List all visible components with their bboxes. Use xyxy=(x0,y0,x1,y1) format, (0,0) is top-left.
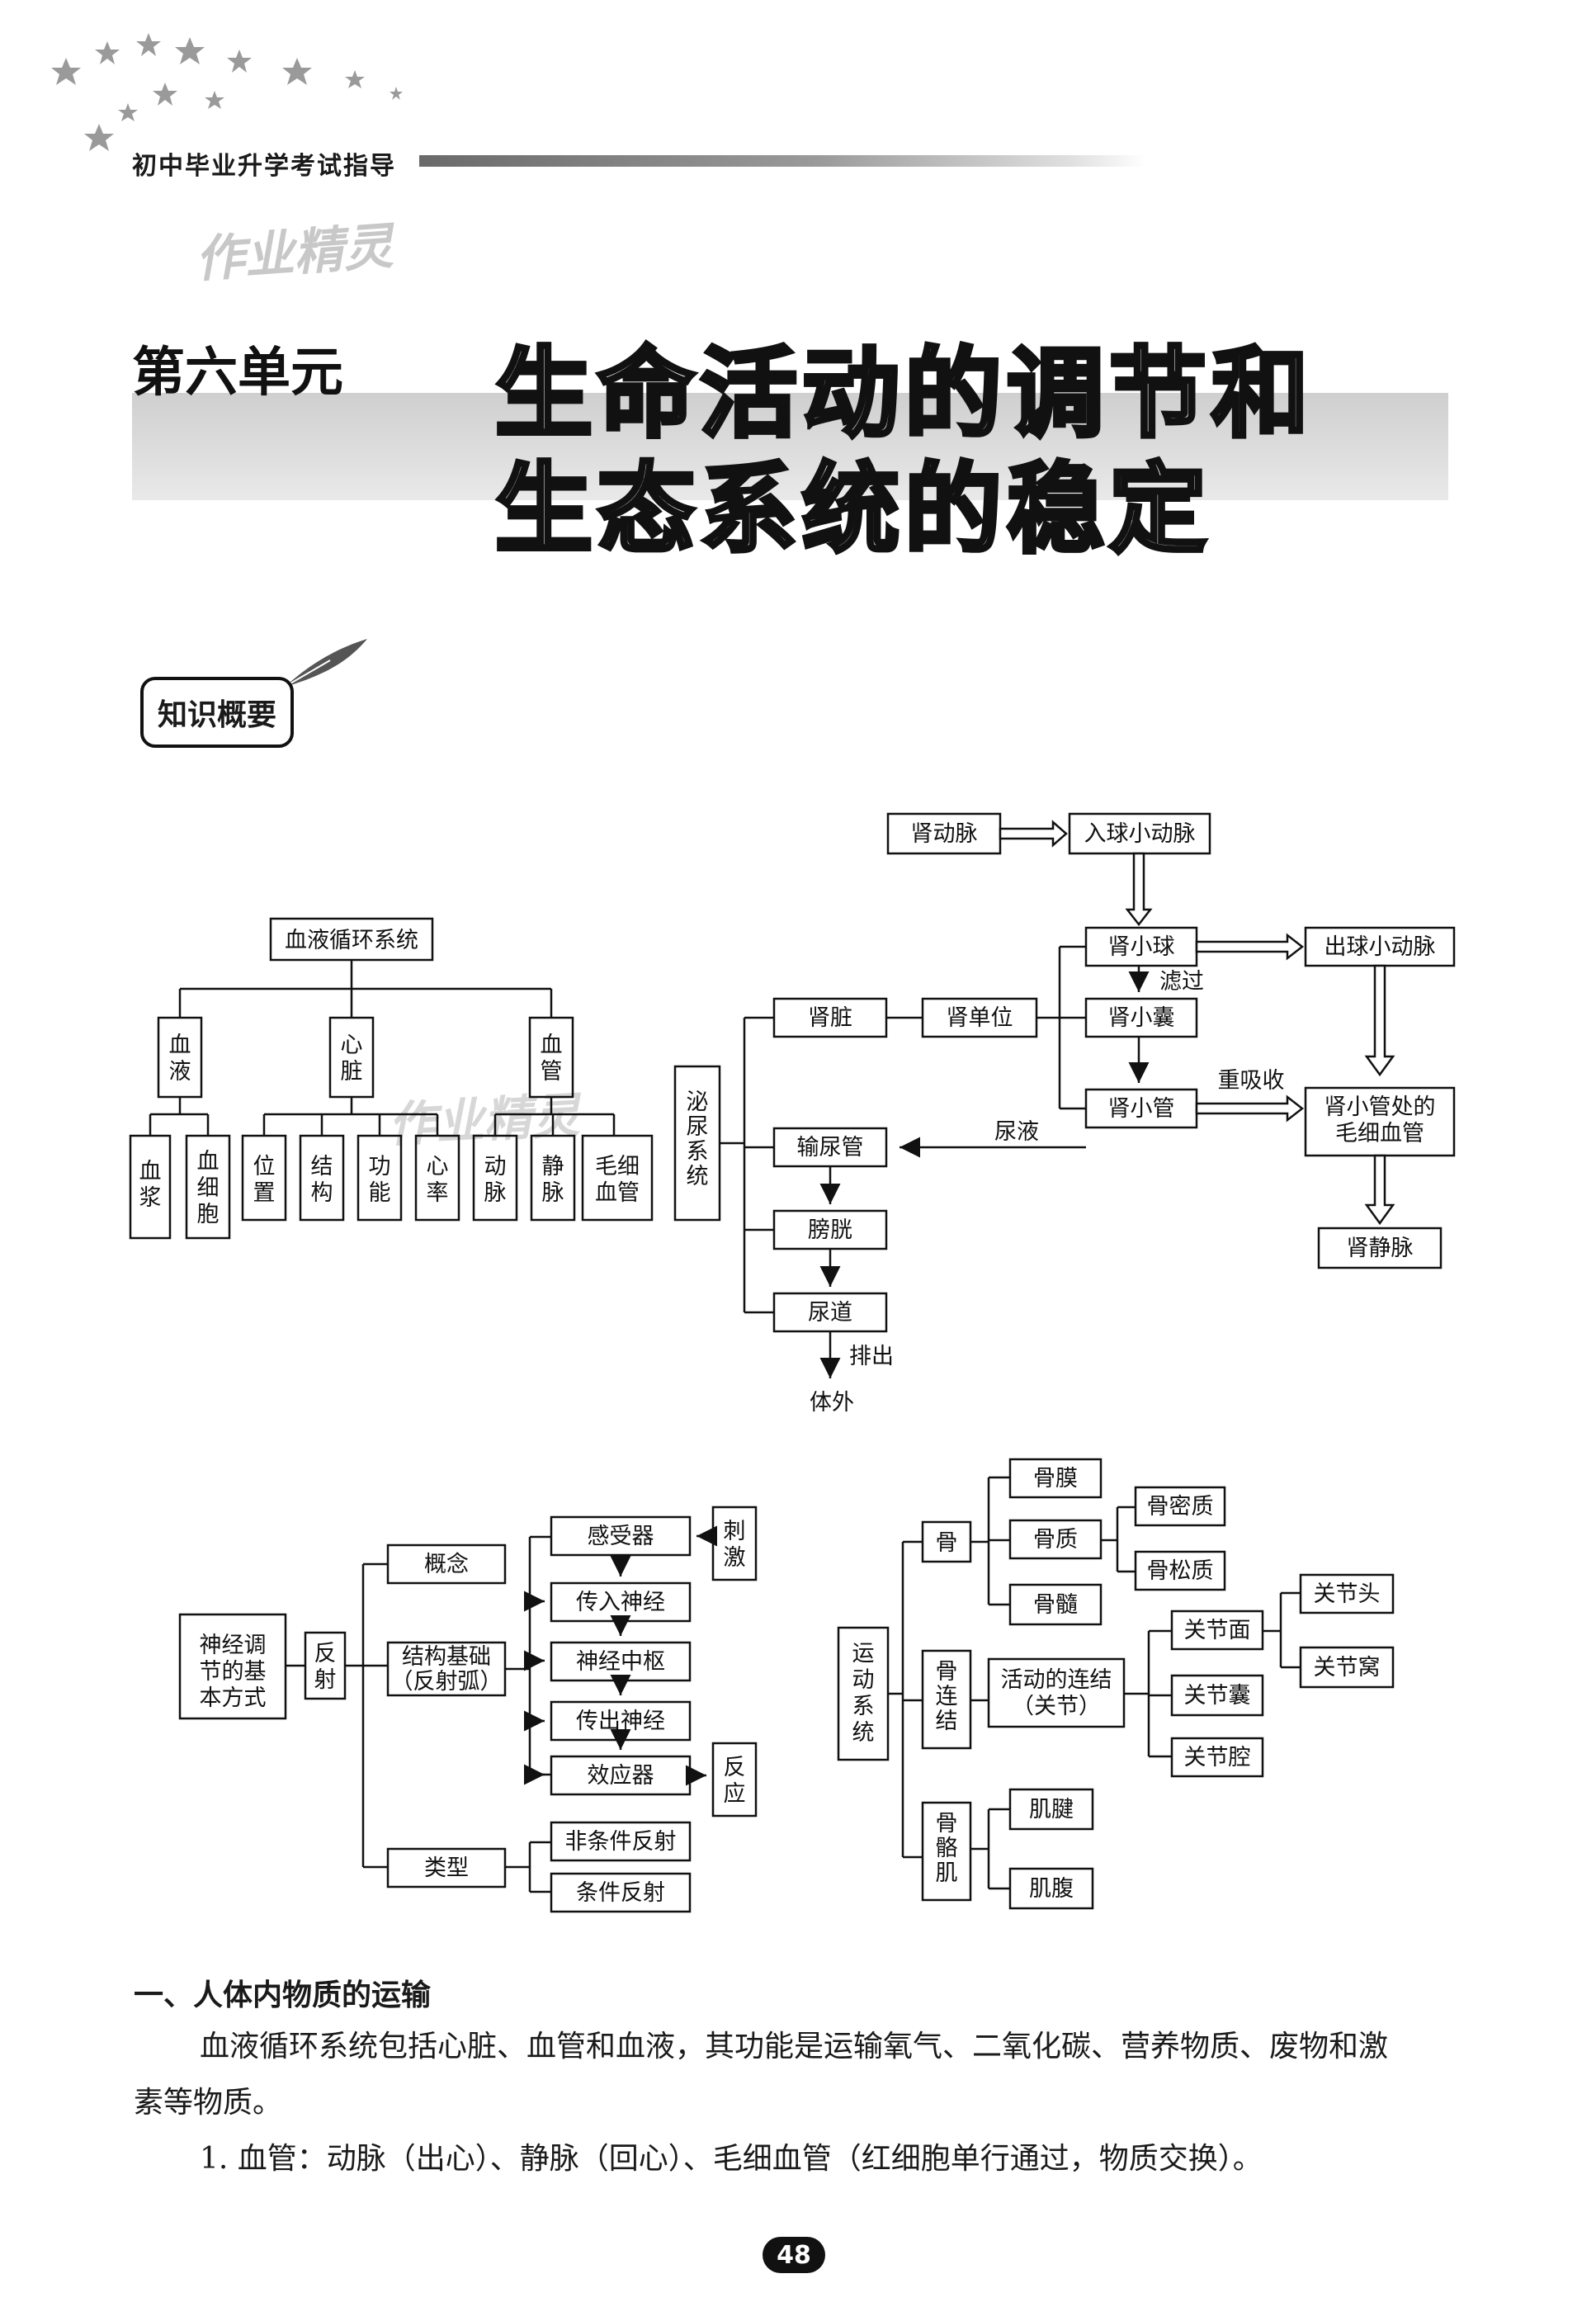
paragraph-1-cont: 素等物质。 xyxy=(134,2075,1462,2131)
section-heading: 一、人体内物质的运输 xyxy=(134,1971,431,2014)
arc-afferent: 传入神经 xyxy=(576,1590,665,1615)
muscle-tendon: 肌腱 xyxy=(1029,1797,1074,1822)
joint-surface: 关节面 xyxy=(1184,1618,1251,1643)
uri-urethra: 尿道 xyxy=(808,1300,852,1326)
uri-outside-label: 体外 xyxy=(810,1390,854,1416)
motor-muscle: 骨骼肌 xyxy=(936,1811,958,1886)
arc-efferent: 传出神经 xyxy=(576,1709,665,1734)
arc-effector: 效应器 xyxy=(588,1763,654,1789)
joint-capsule: 关节囊 xyxy=(1184,1683,1251,1709)
joint-head: 关节头 xyxy=(1314,1581,1381,1607)
motor-bone: 骨 xyxy=(936,1530,958,1556)
type-conditioned: 条件反射 xyxy=(576,1880,665,1906)
uri-afferent: 入球小动脉 xyxy=(1084,821,1196,847)
circ-capillary: 毛细血管 xyxy=(595,1154,640,1206)
motor-root: 运动系统 xyxy=(852,1641,875,1746)
circ-artery: 动脉 xyxy=(484,1154,507,1206)
bone-marrow: 骨髓 xyxy=(1033,1592,1078,1618)
uri-kidney: 肾脏 xyxy=(808,1005,852,1031)
uri-glomerulus: 肾小球 xyxy=(1108,934,1175,960)
page-number: 48 xyxy=(763,2237,825,2273)
uri-efferent: 出球小动脉 xyxy=(1324,934,1436,960)
motor-joint: 活动的连结（关节） xyxy=(1001,1667,1112,1719)
nerve-root: 神经调节的基本方式 xyxy=(200,1633,267,1711)
circ-plasma: 血浆 xyxy=(139,1159,162,1211)
uri-capsule: 肾小囊 xyxy=(1108,1005,1175,1031)
circ-structure: 结构 xyxy=(311,1154,333,1206)
circ-rate: 心率 xyxy=(427,1154,449,1206)
uri-bladder: 膀胱 xyxy=(808,1217,852,1243)
uri-urine-label: 尿液 xyxy=(994,1119,1039,1145)
bone-compact: 骨密质 xyxy=(1147,1494,1214,1520)
bone-substance: 骨质 xyxy=(1033,1527,1078,1553)
bone-spongy: 骨松质 xyxy=(1147,1558,1214,1584)
uri-nephron: 肾单位 xyxy=(947,1005,1013,1031)
muscle-belly: 肌腹 xyxy=(1029,1876,1074,1902)
arc-receptor: 感受器 xyxy=(588,1524,654,1549)
circ-position: 位置 xyxy=(253,1154,276,1206)
nerve-structure: 结构基础（反射弧） xyxy=(391,1644,503,1695)
uri-capillaries: 肾小管处的毛细血管 xyxy=(1324,1094,1436,1146)
nerve-reflex: 反射 xyxy=(314,1641,337,1693)
bone-periosteum: 骨膜 xyxy=(1033,1466,1078,1491)
paragraph-1: 血液循环系统包括心脏、血管和血液，其功能是运输氧气、二氧化碳、营养物质、废物和激 xyxy=(134,2019,1462,2075)
joint-cavity: 关节腔 xyxy=(1184,1745,1251,1770)
circ-blood: 血液 xyxy=(169,1033,191,1085)
uri-excrete-label: 排出 xyxy=(849,1344,894,1369)
nerve-concept: 概念 xyxy=(424,1552,469,1577)
uri-tubule: 肾小管 xyxy=(1108,1096,1175,1122)
circ-heart: 心脏 xyxy=(341,1033,363,1085)
circ-function: 功能 xyxy=(369,1154,391,1206)
circ-vein: 静脉 xyxy=(542,1154,564,1206)
list-item-1: 1. 血管：动脉（出心）、静脉（回心）、毛细血管（红细胞单行通过，物质交换）。 xyxy=(134,2131,1462,2187)
arc-center: 神经中枢 xyxy=(576,1649,665,1675)
nerve-types: 类型 xyxy=(424,1855,469,1881)
circ-cells: 血细胞 xyxy=(197,1149,220,1227)
uri-filter-label: 滤过 xyxy=(1159,969,1204,995)
type-unconditioned: 非条件反射 xyxy=(565,1829,677,1855)
motor-joint-link: 骨连结 xyxy=(936,1659,958,1734)
circ-root: 血液循环系统 xyxy=(285,928,418,953)
circ-vessel: 血管 xyxy=(541,1033,563,1085)
uri-renal-artery: 肾动脉 xyxy=(911,821,978,847)
nerve-stimulus: 刺激 xyxy=(724,1519,746,1571)
nerve-response: 反应 xyxy=(724,1755,746,1807)
uri-ureter: 输尿管 xyxy=(797,1135,864,1160)
uri-renal-vein: 肾静脉 xyxy=(1347,1236,1414,1261)
uri-root: 泌尿系统 xyxy=(687,1090,709,1189)
concept-maps: 血液循环系统 血液 心脏 血管 血浆 血细胞 位置 结构 功能 心率 动脉 静脉… xyxy=(0,0,1596,1964)
uri-reabsorb-label: 重吸收 xyxy=(1218,1068,1285,1094)
joint-socket: 关节窝 xyxy=(1314,1655,1381,1680)
